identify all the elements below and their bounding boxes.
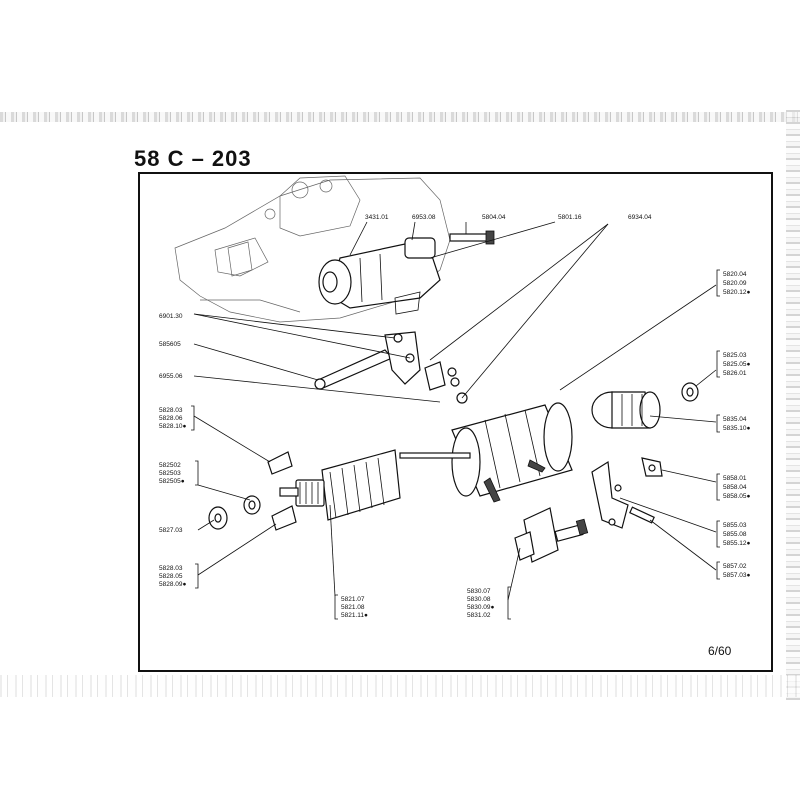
label-brackets [191, 269, 720, 620]
label-5828-05: 5828.05 [159, 573, 183, 580]
diagram-frame [138, 172, 773, 672]
label-5828-09: 5828.09● [159, 581, 186, 588]
engine-block-drawing [174, 175, 451, 323]
label-582503: 582503 [159, 470, 181, 477]
label-5820-12: 5820.12● [723, 289, 750, 296]
label-5804-04: 5804.04 [482, 214, 506, 221]
label-5821-08: 5821.08 [341, 604, 365, 611]
scan-noise-right [786, 110, 800, 700]
scan-noise-bottom [0, 675, 800, 697]
label-582505: 582505● [159, 478, 185, 485]
label-5858-01: 5858.01 [723, 475, 747, 482]
page-title: 58 C – 203 [134, 146, 252, 171]
label-5831-02: 5831.02 [467, 612, 491, 619]
label-5858-05: 5858.05● [723, 493, 750, 500]
washer-5827 [208, 506, 228, 530]
label-5825-03: 5825.03 [723, 352, 747, 359]
label-5828-03-b: 5828.03 [159, 565, 183, 572]
linkage-rod-bracket [314, 331, 468, 404]
armature-5821 [279, 449, 471, 521]
label-5821-07: 5821.07 [341, 596, 365, 603]
label-5828-10: 5828.10● [159, 423, 186, 430]
starter-motor-assembly [318, 237, 441, 315]
starter-housing-5820 [451, 402, 573, 503]
shift-lever-5855 [591, 460, 629, 529]
label-5855-12: 5855.12● [723, 540, 750, 547]
leader-lines [193, 221, 717, 601]
callout-labels: 3431.01 6953.08 5804.04 5801.16 6934.04 … [159, 214, 750, 619]
label-5830-08: 5830.08 [467, 596, 491, 603]
label-5858-04: 5858.04 [723, 484, 747, 491]
label-5827-03: 5827.03 [159, 527, 183, 534]
label-6955-06: 6955.06 [159, 373, 183, 380]
spring-clip-5858 [641, 457, 663, 477]
label-5821-11: 5821.11● [341, 612, 368, 619]
label-5857-02: 5857.02 [723, 563, 747, 570]
bushing-5825 [243, 495, 261, 515]
drive-pinion-5835 [591, 391, 661, 429]
label-5830-07: 5830.07 [467, 588, 491, 595]
label-6901-30: 6901.30 [159, 313, 183, 320]
label-5855-03: 5855.03 [723, 522, 747, 529]
label-5801-16: 5801.16 [558, 214, 582, 221]
label-6953-08: 6953.08 [412, 214, 436, 221]
page-number: 6/60 [708, 644, 732, 658]
label-5826-01: 5826.01 [723, 370, 747, 377]
label-5820-09: 5820.09 [723, 280, 747, 287]
label-5835-04: 5835.04 [723, 416, 747, 423]
label-5830-09: 5830.09● [467, 604, 494, 611]
label-5855-08: 5855.08 [723, 531, 747, 538]
pin-5857 [629, 506, 655, 524]
label-5828-03-a: 5828.03 [159, 407, 183, 414]
solenoid-5830 [514, 507, 589, 563]
scan-noise-top [0, 112, 800, 122]
label-5857-03: 5857.03● [723, 572, 750, 579]
label-5835-10: 5835.10● [723, 425, 750, 432]
bushing-5825-right [681, 382, 699, 402]
brush-spring-lower [271, 505, 297, 531]
brush-spring-upper [267, 451, 293, 475]
label-5820-04: 5820.04 [723, 271, 747, 278]
label-5828-06: 5828.06 [159, 415, 183, 422]
label-6934-04: 6934.04 [628, 214, 652, 221]
label-582502: 582502 [159, 462, 181, 469]
label-5825-05: 5825.05● [723, 361, 750, 368]
label-585605: 585605 [159, 341, 181, 348]
bolt-5804 [449, 230, 495, 245]
label-3431-01: 3431.01 [365, 214, 389, 221]
